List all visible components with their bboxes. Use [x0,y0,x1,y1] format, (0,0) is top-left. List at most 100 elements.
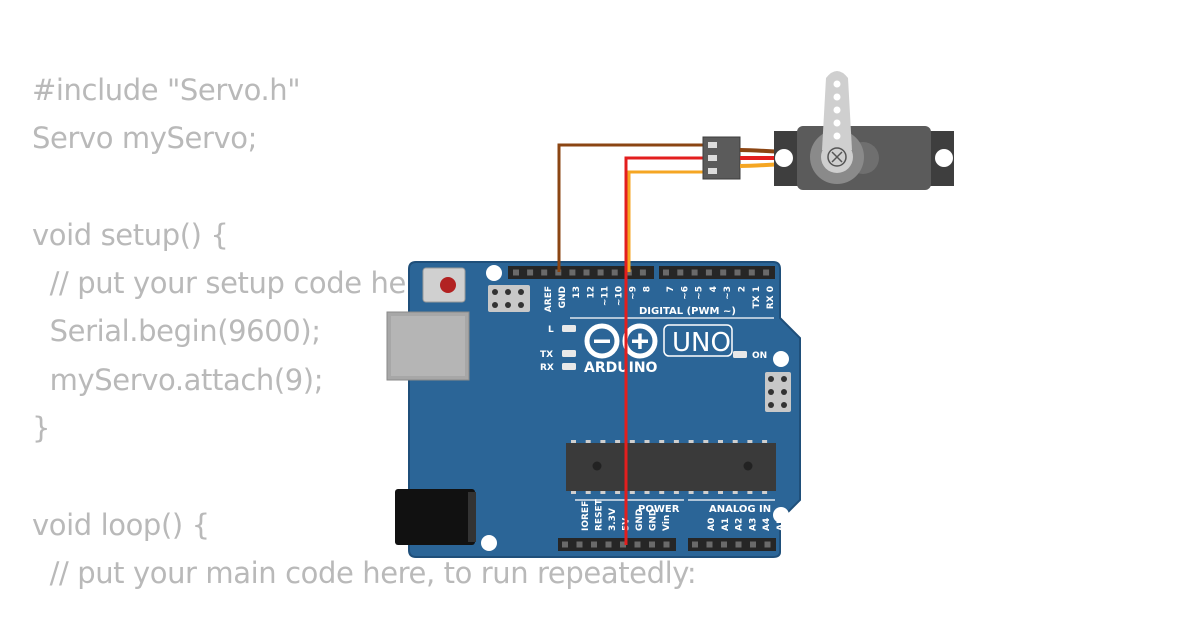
pin-hole[interactable] [513,269,519,276]
mount-hole [773,507,789,523]
model-name: UNO [672,328,731,358]
pin-hole[interactable] [663,269,669,276]
led-tx-label: TX [540,350,553,360]
led-on: ON [733,351,767,361]
pin-hole[interactable] [527,269,534,276]
pin-label: A0 [707,518,717,531]
pin-hole[interactable] [691,269,698,276]
pin-hole[interactable] [611,269,618,276]
section-analog-label: ANALOG IN [709,504,771,515]
pin-hole[interactable] [734,269,741,276]
pin-hole[interactable] [541,269,548,276]
code-line: myServo.attach(9); [32,362,324,397]
section-digital-label: DIGITAL (PWM ~) [639,306,736,317]
pin-hole[interactable] [576,541,583,548]
pin-label: GND [635,509,645,531]
pin-label: 2 [738,286,748,292]
pin-label: RX 0 [766,286,776,309]
pin-label: 3.3V [608,508,618,531]
pin-hole[interactable] [583,269,590,276]
pin-label: A2 [735,518,745,531]
pin-hole[interactable] [763,269,770,276]
led-rx: RX [540,363,576,373]
pin-label: ~6 [680,286,690,300]
led-on-label: ON [752,351,767,361]
servo-mount-hole [775,149,793,167]
pin-hole[interactable] [677,269,684,276]
pin-hole[interactable] [720,269,727,276]
led-l: L [548,325,576,335]
pin-hole[interactable] [591,541,597,548]
pin-hole[interactable] [555,269,562,276]
pin-hole[interactable] [748,269,755,276]
pin-label: TX 1 [752,286,762,308]
pin-label: A3 [748,518,758,531]
pin-hole[interactable] [634,541,641,548]
reset-button[interactable] [422,267,466,303]
pin-hole[interactable] [649,541,655,548]
icsp-header-top [488,285,530,312]
pin-hole[interactable] [620,541,626,548]
code-line: void loop() { [32,507,210,542]
wire-gnd[interactable] [557,143,708,272]
servo-connector [702,136,741,180]
pin-hole[interactable] [605,541,612,548]
pin-hole[interactable] [706,541,713,548]
model-badge: UNO [663,324,733,358]
mount-hole [481,535,497,551]
pin-hole[interactable] [597,269,604,276]
pin-label: A4 [762,518,772,531]
pin-hole[interactable] [764,541,771,548]
pin-hole[interactable] [663,541,670,548]
pin-hole[interactable] [692,541,698,548]
led-l-label: L [548,325,554,335]
pin-hole[interactable] [562,541,568,548]
pin-label: ~3 [723,286,733,300]
pin-label: AREF [544,286,554,312]
pin-label: ~5 [695,286,705,300]
header-power[interactable] [558,538,676,551]
pin-hole[interactable] [721,541,727,548]
pin-hole[interactable] [705,269,712,276]
section-power-label: POWER [638,504,680,515]
header-digital-left[interactable] [508,266,654,279]
pin-hole[interactable] [639,269,646,276]
pin-hole[interactable] [569,269,576,276]
pin-label: ~10 [615,286,625,306]
led-tx: TX [540,350,576,360]
pin-label: A1 [721,518,731,531]
header-analog[interactable] [688,538,776,551]
wire-signal[interactable] [627,170,708,272]
code-line: Servo myServo; [32,121,257,156]
mount-hole [773,351,789,367]
pin-label: Vin [662,515,672,531]
code-line: } [32,411,51,446]
pin-label: 7 [666,286,676,292]
pin-label: 12 [586,286,596,299]
pin-hole[interactable] [750,541,756,548]
icsp-header-right [765,372,791,412]
dc-power-jack [395,489,476,545]
pin-label: ~11 [600,286,610,306]
header-digital-right[interactable] [659,266,775,279]
code-line: #include "Servo.h" [32,73,301,107]
servo-screw-icon [827,147,847,167]
pin-label: 4 [709,286,719,292]
pin-label: 13 [572,286,582,299]
atmega-chip [566,440,776,494]
pin-label: RESET [595,498,605,531]
pin-hole[interactable] [625,269,632,276]
header-pin-holes [562,541,771,548]
led-rx-label: RX [540,363,554,373]
code-line: Serial.begin(9600); [32,314,321,349]
servo-motor[interactable] [774,71,954,190]
code-editor-text: #include "Servo.h" Servo myServo; void s… [32,66,697,597]
header-pin-holes [513,269,770,276]
pin-label: GND [649,509,659,531]
pin-hole[interactable] [735,541,742,548]
wire-vcc[interactable] [624,156,708,545]
code-line: void setup() { [32,217,229,252]
